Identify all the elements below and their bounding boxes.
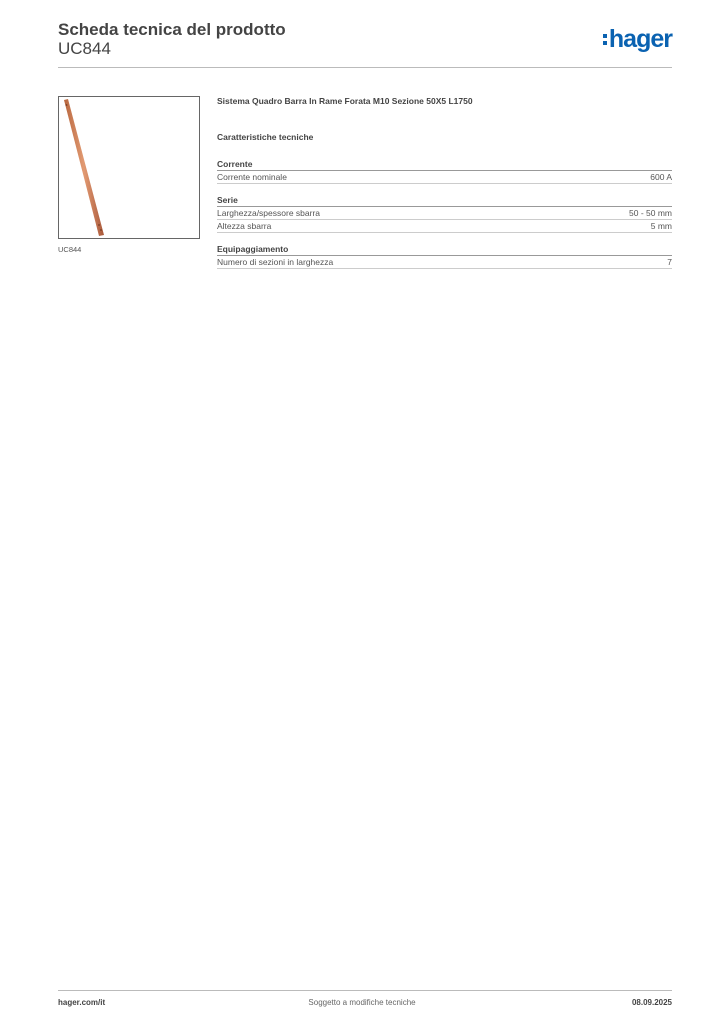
spec-value: 5 mm — [650, 221, 672, 231]
spec-label: Corrente nominale — [217, 172, 287, 182]
spec-row: Altezza sbarra 5 mm — [217, 220, 672, 233]
section-title: Serie — [217, 195, 672, 207]
section-title: Equipaggiamento — [217, 244, 672, 256]
header-divider — [58, 67, 672, 68]
footer-divider — [58, 990, 672, 991]
spec-value: 600 A — [650, 172, 672, 182]
product-name: Sistema Quadro Barra In Rame Forata M10 … — [217, 96, 473, 106]
spec-section-equipaggiamento: Equipaggiamento Numero di sezioni in lar… — [217, 244, 672, 269]
product-image — [58, 96, 200, 239]
section-title: Corrente — [217, 159, 672, 171]
spec-label: Altezza sbarra — [217, 221, 272, 231]
spec-value: 7 — [667, 257, 672, 267]
product-code: UC844 — [58, 39, 111, 58]
spec-label: Larghezza/spessore sbarra — [217, 208, 321, 218]
footer-website-link[interactable]: hager.com/it — [58, 998, 106, 1007]
spec-section-corrente: Corrente Corrente nominale 600 A — [217, 159, 672, 184]
spec-content: Sistema Quadro Barra In Rame Forata M10 … — [217, 96, 672, 269]
spec-section-serie: Serie Larghezza/spessore sbarra 50 - 50 … — [217, 195, 672, 233]
spec-row: Larghezza/spessore sbarra 50 - 50 mm — [217, 207, 672, 220]
spec-heading: Caratteristiche tecniche — [217, 132, 314, 142]
footer-date: 08.09.2025 — [631, 998, 672, 1007]
copper-busbar-image — [64, 99, 104, 236]
image-caption: UC844 — [58, 245, 82, 254]
spec-label: Numero di sezioni in larghezza — [217, 257, 334, 267]
hager-logo[interactable]: hager — [602, 25, 673, 53]
logo-dots-icon — [602, 34, 607, 45]
spec-row: Numero di sezioni in larghezza 7 — [217, 256, 672, 269]
logo-text: hager — [608, 25, 673, 53]
footer-notice: Soggetto a modifiche tecniche — [308, 998, 416, 1007]
page-title: Scheda tecnica del prodotto — [58, 20, 286, 39]
spec-row: Corrente nominale 600 A — [217, 171, 672, 184]
spec-value: 50 - 50 mm — [629, 208, 672, 218]
